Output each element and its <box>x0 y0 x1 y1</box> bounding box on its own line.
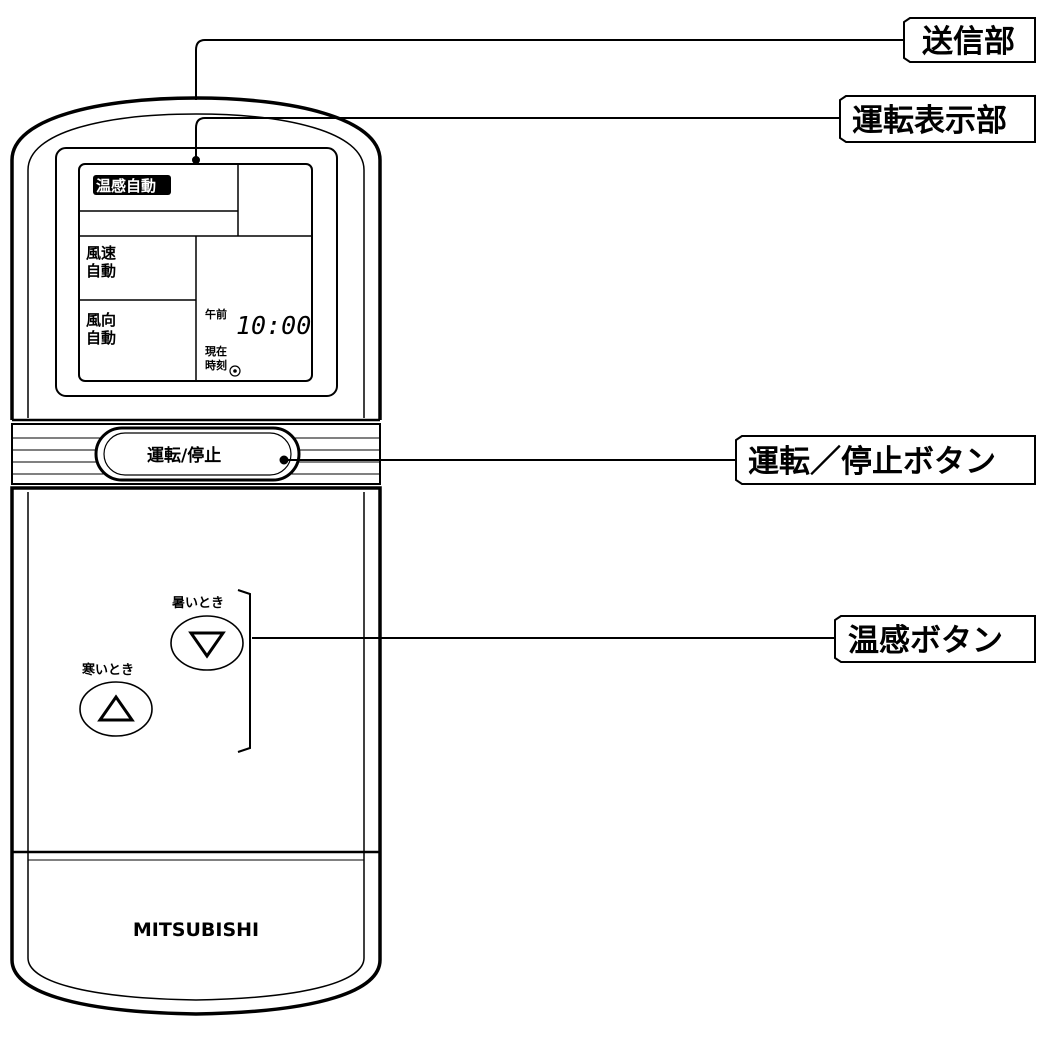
callout-temp-button-text: 温感ボタン <box>848 623 1003 659</box>
cold-up-button[interactable] <box>79 681 153 737</box>
callout-transmitter-text: 送信部 <box>922 24 1015 60</box>
callout-display-text: 運転表示部 <box>852 103 1007 139</box>
clock-display: 10:00 <box>236 311 311 340</box>
callout-temp-button: 温感ボタン <box>834 615 1036 663</box>
current-time-label-1: 現在 <box>205 344 227 358</box>
triangle-down-icon <box>188 631 226 659</box>
power-button[interactable]: 運転/停止 <box>94 426 301 482</box>
triangle-up-icon <box>97 694 135 722</box>
callout-power-button: 運転／停止ボタン <box>735 435 1036 485</box>
fan-direction-label: 風向 <box>86 311 116 329</box>
ampm-indicator: 午前 <box>205 307 227 321</box>
fan-speed-label: 風速 <box>86 244 116 262</box>
power-button-label: 運転/停止 <box>147 445 221 466</box>
fan-direction-value: 自動 <box>86 329 116 347</box>
callout-display: 運転表示部 <box>839 95 1036 143</box>
hot-button-label: 暑いとき <box>171 596 224 611</box>
callout-transmitter: 送信部 <box>903 17 1036 63</box>
remote-lower-section <box>10 486 382 1016</box>
mode-indicator-box <box>93 175 171 195</box>
callout-power-button-text: 運転／停止ボタン <box>748 444 996 480</box>
leader-lines <box>192 39 904 639</box>
current-time-label-2: 時刻 <box>205 358 227 372</box>
brand-logo: MITSUBISHI <box>133 919 259 941</box>
clock-set-icon <box>229 365 241 377</box>
fan-speed-value: 自動 <box>86 262 116 280</box>
cold-button-label: 寒いとき <box>81 662 134 678</box>
temp-button-bracket <box>237 589 251 753</box>
mode-indicator: 温感自動 <box>96 177 156 195</box>
hot-down-button[interactable] <box>170 615 244 671</box>
